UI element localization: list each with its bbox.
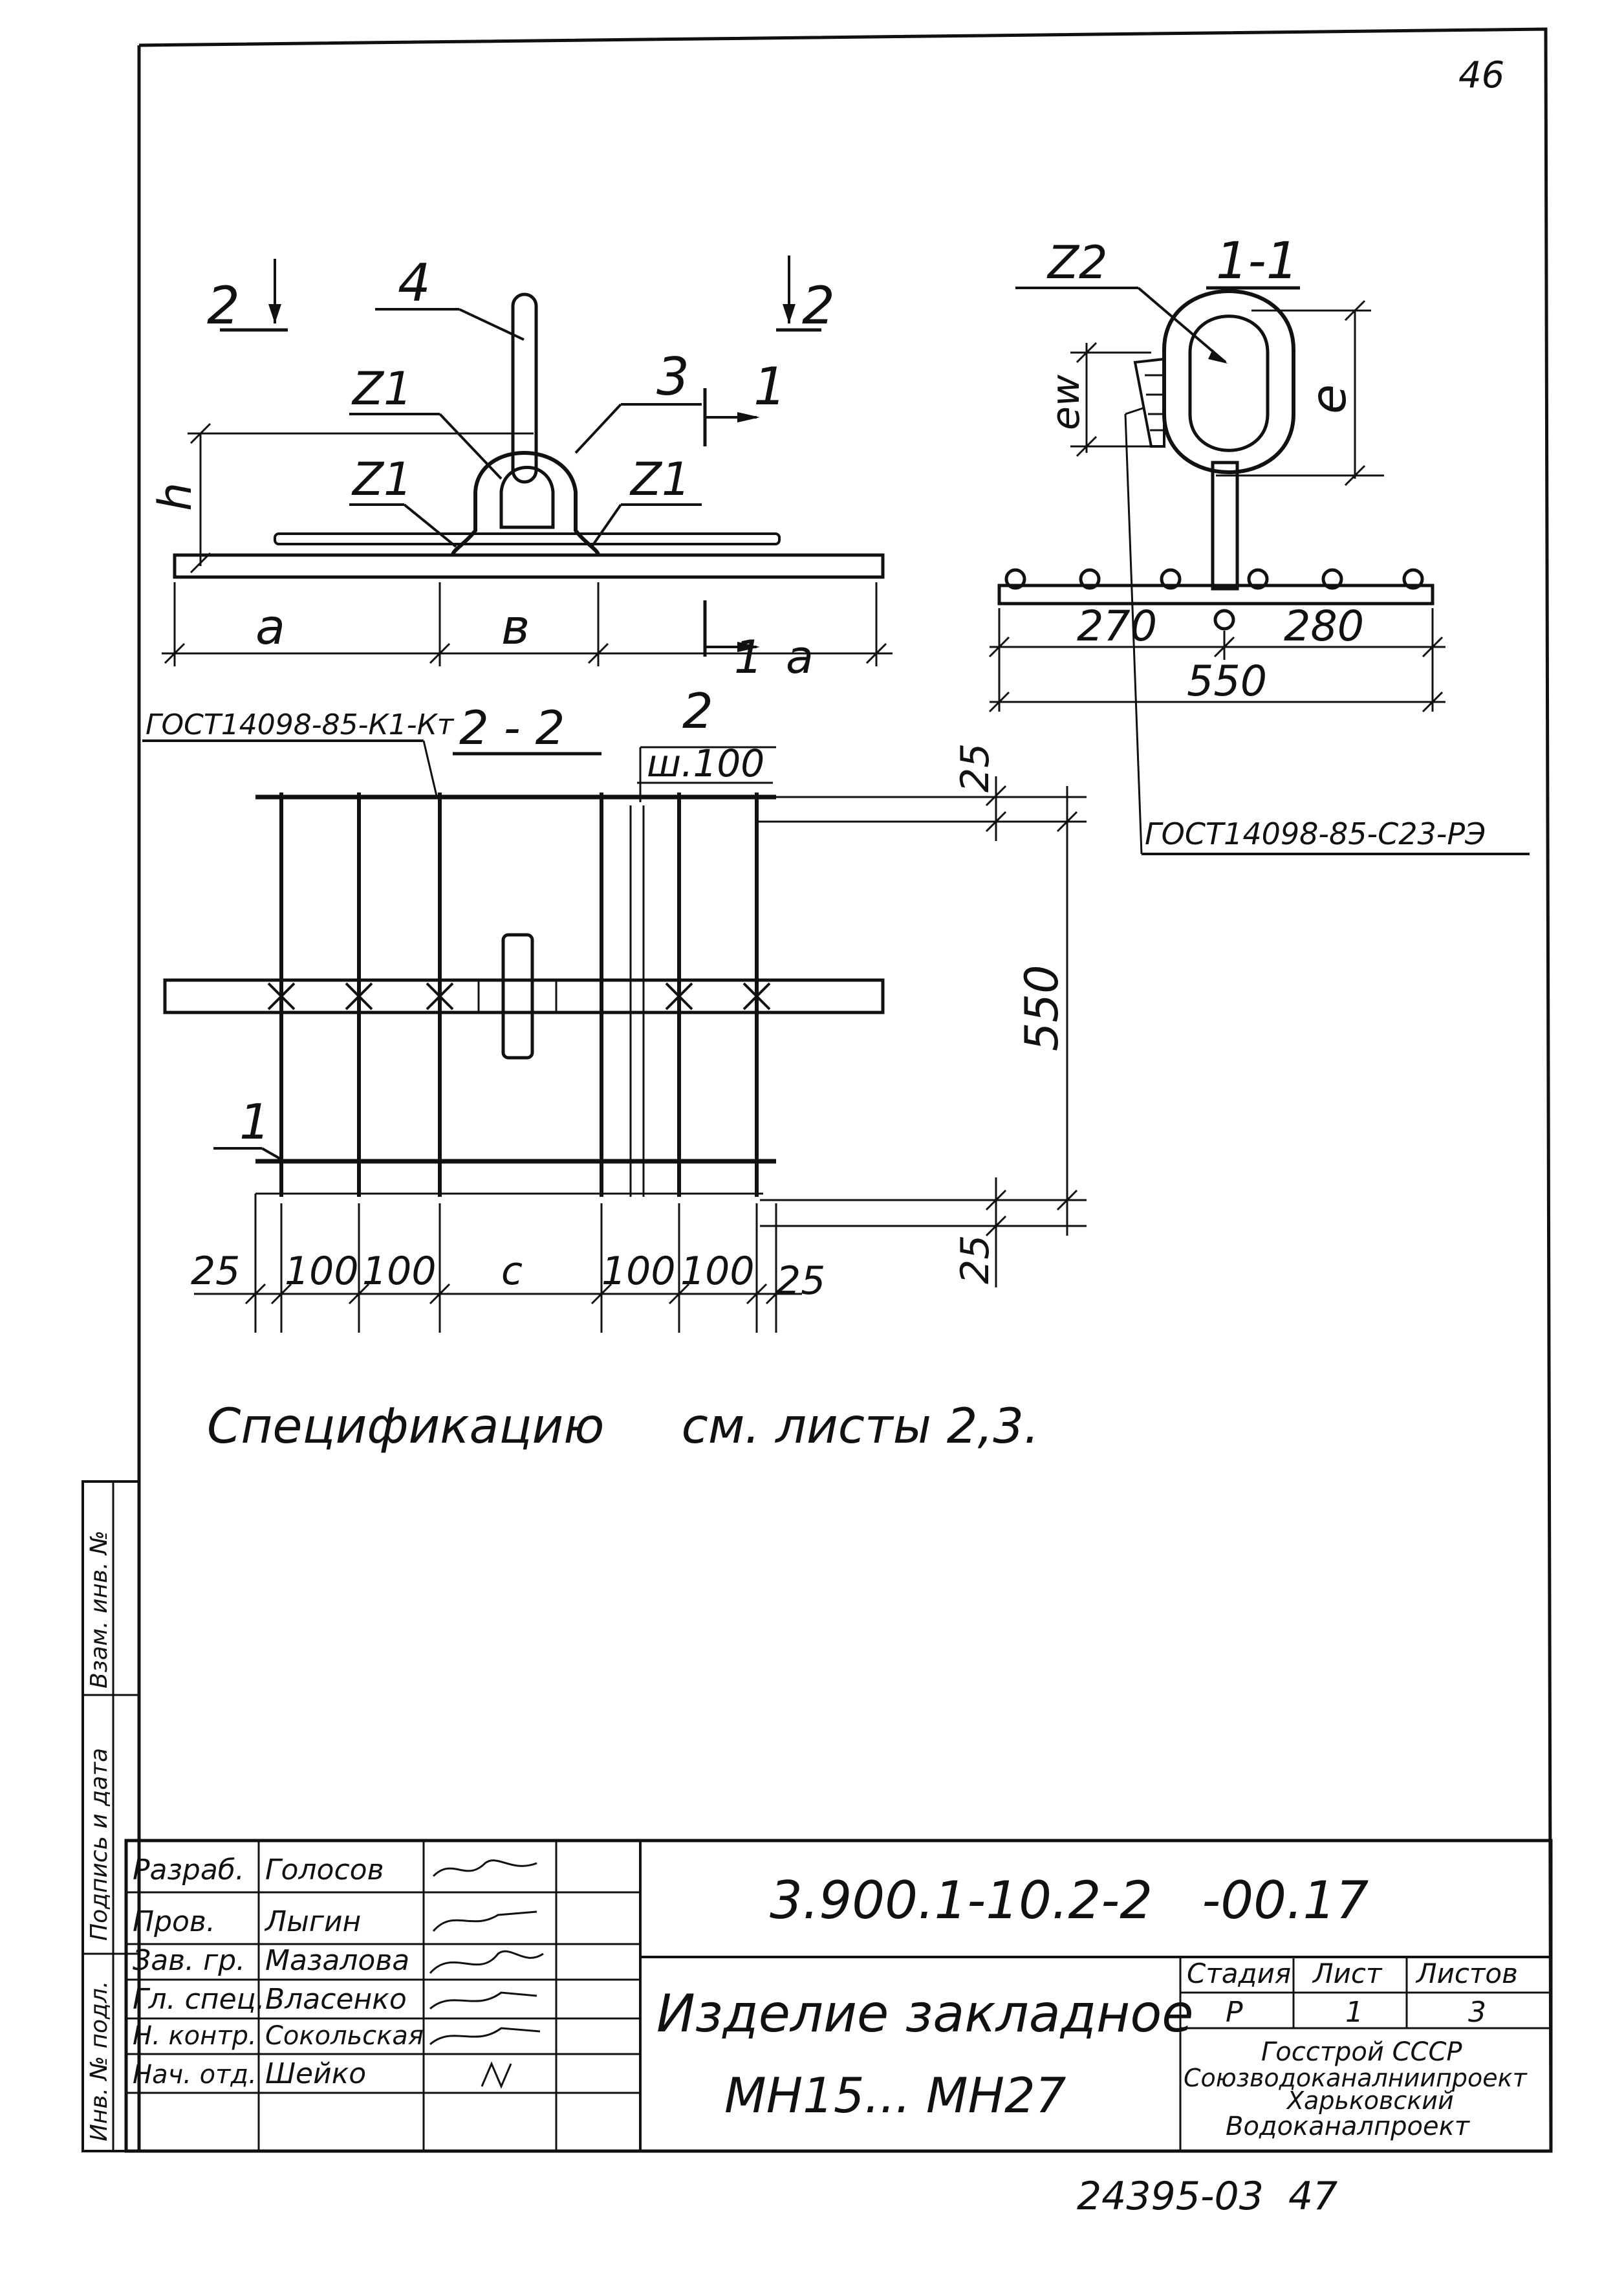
stage-value: Р — [1226, 1996, 1243, 2029]
signer-name-2: Лыгин — [264, 1905, 361, 1938]
dim-100-1: 100 — [285, 1249, 359, 1294]
specification-note: Спецификацию см. листы 2,3. — [207, 1397, 1039, 1454]
signer-name-6: Шейко — [265, 2057, 366, 2090]
signer-name-4: Власенко — [265, 1983, 407, 2016]
dim-25-left: 25 — [191, 1249, 240, 1294]
sheets-header: Листов — [1415, 1958, 1518, 1989]
org-line-4: Водоканалпроект — [1226, 2112, 1471, 2141]
weld-label-z1-left: Z1 — [351, 453, 413, 506]
section-2-2-title: 2 - 2 — [459, 701, 565, 755]
section-2-2-view: ГОСТ14098-85-К1-Кт 2 - 2 2 ш.100 1 — [142, 683, 1087, 1333]
dim-c: c — [501, 1249, 523, 1294]
elevation-view: 2 2 4 3 1 Z1 Z1 Z1 h — [149, 253, 893, 684]
signer-role-2: Пров. — [133, 1905, 215, 1938]
designation: 3.900.1-10.2-2 -00.17 — [770, 1870, 1369, 1930]
signatures — [429, 1859, 544, 2089]
dimension-a-left: a — [255, 598, 285, 655]
dimension-25-top: 25 — [953, 743, 998, 793]
dimension-25-bottom: 25 — [953, 1235, 998, 1284]
signer-role-3: Зав. гр. — [133, 1944, 245, 1977]
dimension-b: в — [501, 598, 530, 655]
product-name-line2: МН15... МН27 — [724, 2067, 1066, 2124]
weld-label-z2: Z2 — [1046, 236, 1108, 289]
signer-name-3: Мазалова — [265, 1944, 409, 1977]
gost-label-k1: ГОСТ14098-85-К1-Кт — [146, 708, 455, 741]
org-line-2: Союзводоканалниипроект — [1184, 2064, 1528, 2092]
side-stamp: Инв. № подл. Подпись и дата Взам. инв. № — [86, 1531, 113, 2141]
position-2-label: 2 — [682, 683, 713, 739]
width-note: ш.100 — [647, 741, 764, 785]
weld-label-z1-top: Z1 — [351, 362, 413, 415]
gost-label-c23: ГОСТ14098-85-С23-РЭ — [1145, 816, 1486, 851]
weld-label-z1-right: Z1 — [629, 453, 691, 506]
dimension-550-section-1: 550 — [1187, 657, 1267, 706]
bottom-archive-number: 24395-03 47 — [1077, 2174, 1337, 2219]
sheet-value: 1 — [1345, 1996, 1363, 2029]
signer-role-4: Гл. спец. — [133, 1983, 265, 2016]
org-line-3: Харьковский — [1286, 2086, 1454, 2115]
signer-name-5: Сокольская — [265, 2021, 424, 2051]
dim-100-3: 100 — [601, 1249, 676, 1294]
signer-role-6: Нач. отд. — [133, 2060, 257, 2090]
side-stamp-replace-label: Взам. инв. № — [86, 1531, 113, 1689]
dimension-280: 280 — [1284, 602, 1364, 651]
position-3-label: 3 — [656, 347, 689, 407]
signer-role-1: Разраб. — [133, 1853, 244, 1886]
section-1-1-title: 1-1 — [1216, 232, 1298, 290]
product-name-line1: Изделие закладное — [656, 1984, 1194, 2044]
dimension-270: 270 — [1077, 602, 1157, 651]
position-4-label: 4 — [398, 253, 431, 313]
section-mark-2-left: 2 — [207, 276, 240, 336]
section-mark-1-top: 1 — [753, 356, 786, 417]
signer-name-1: Голосов — [265, 1853, 384, 1886]
section-mark-1-bottom: 1 — [734, 631, 763, 684]
signer-role-5: Н. контр. — [133, 2021, 257, 2051]
dimension-h: h — [149, 483, 202, 511]
dim-25-right: 25 — [776, 1258, 825, 1304]
section-mark-2-right: 2 — [802, 276, 835, 336]
dimension-ew: ew — [1043, 374, 1088, 430]
dimension-550-section-2: 550 — [1015, 965, 1068, 1051]
dimension-a-right: a — [786, 631, 814, 684]
side-stamp-signature-label: Подпись и дата — [86, 1748, 113, 1941]
dim-100-4: 100 — [680, 1249, 755, 1294]
title-block: Разраб. Голосов Пров. Лыгин Зав. гр. Маз… — [124, 1839, 1553, 2153]
dim-100-2: 100 — [362, 1249, 437, 1294]
org-line-1: Госстрой СССР — [1261, 2037, 1462, 2067]
sheet-header: Лист — [1312, 1958, 1383, 1989]
stage-header: Стадия — [1187, 1958, 1291, 1989]
dimension-e: e — [1300, 384, 1357, 414]
sheet-frame — [81, 27, 1553, 2153]
section-1-1-view: 1-1 Z2 e — [988, 232, 1530, 855]
position-1-label: 1 — [239, 1093, 270, 1150]
side-stamp-inv-label: Инв. № подл. — [86, 1981, 113, 2141]
sheets-value: 3 — [1468, 1996, 1486, 2029]
page-number: 46 — [1458, 54, 1504, 96]
